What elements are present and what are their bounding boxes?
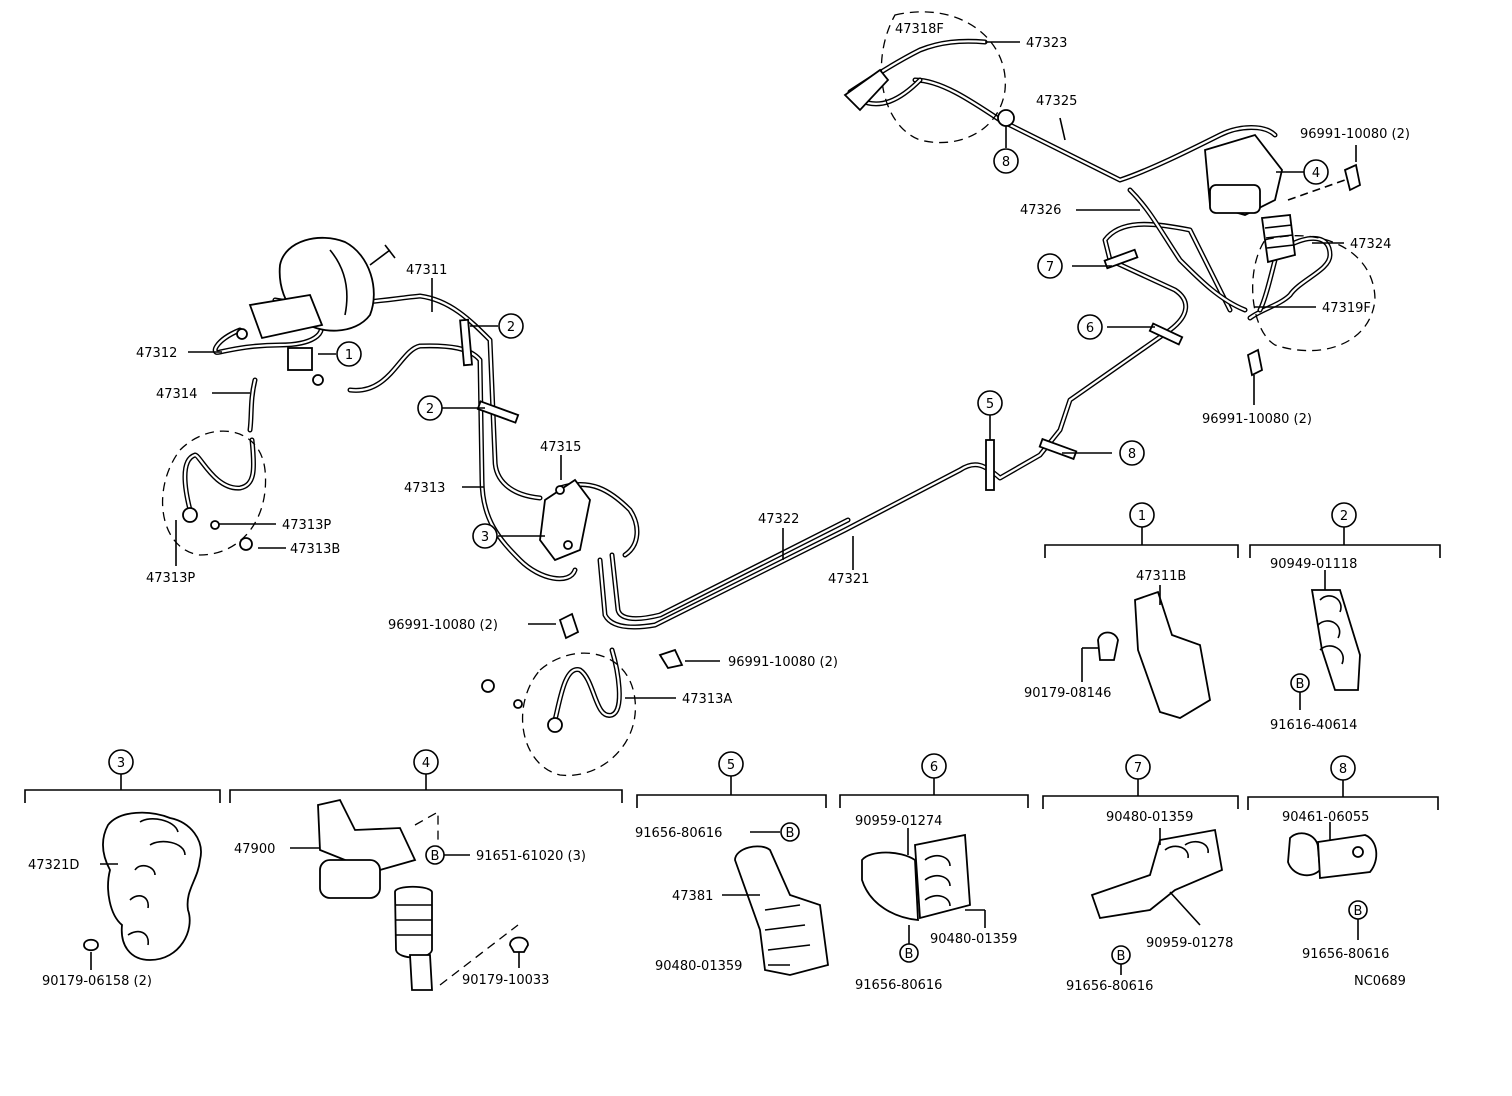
label-47314: 47314 (156, 387, 197, 402)
label-47381: 47381 (672, 889, 713, 904)
label-91656-80616-7: 91656-80616 (1066, 979, 1153, 994)
proportioning-valve (1204, 133, 1296, 264)
label-91616-40614: 91616-40614 (1270, 718, 1357, 733)
callout-8a: 8 (993, 148, 1019, 174)
label-47311: 47311 (406, 263, 447, 278)
svg-text:8: 8 (1128, 447, 1136, 462)
svg-text:8: 8 (1339, 762, 1347, 777)
svg-text:B: B (431, 849, 440, 864)
label-47318F: 47318F (895, 22, 944, 37)
label-90480-01359-7: 90480-01359 (1106, 810, 1193, 825)
label-47321D: 47321D (28, 858, 79, 873)
callout-2b: 2 (417, 395, 443, 421)
detail-6: 6 B 90959-01274 90480-01359 91656-80616 (839, 753, 1029, 993)
front-caliper-left (161, 430, 267, 556)
svg-text:1: 1 (1138, 509, 1146, 524)
label-90959-01278: 90959-01278 (1146, 936, 1233, 951)
callouts: 1 2 2 3 4 5 6 7 8 8 (336, 148, 1329, 549)
label-90179-06158: 90179-06158 (2) (42, 974, 152, 989)
label-90949-01118: 90949-01118 (1270, 557, 1357, 572)
label-47324: 47324 (1350, 237, 1391, 252)
label-47313P-a: 47313P (282, 518, 331, 533)
label-47313: 47313 (404, 481, 445, 496)
detail-3: 3 47321D 90179-06158 (2) (24, 749, 221, 989)
svg-text:4: 4 (422, 756, 430, 771)
detail-4: 4 B 47900 91651-61020 (3) 90179-10033 (229, 749, 623, 991)
detail-7: 7 B 90480-01359 90959-01278 91656-80616 (1042, 754, 1239, 994)
detail-5: 5 B 91656-80616 47381 90480-01359 (635, 751, 829, 976)
label-47311B: 47311B (1136, 569, 1186, 584)
label-96991-d: 96991-10080 (2) (1202, 412, 1312, 427)
svg-text:5: 5 (986, 397, 994, 412)
label-47319F: 47319F (1322, 301, 1371, 316)
callout-2a: 2 (498, 313, 524, 339)
label-90480-01359-6: 90480-01359 (930, 932, 1017, 947)
label-90179-10033: 90179-10033 (462, 973, 549, 988)
label-47312: 47312 (136, 346, 177, 361)
diagram-code: NC0689 (1354, 974, 1406, 989)
label-47313A: 47313A (682, 692, 732, 707)
label-96991-c: 96991-10080 (2) (1300, 127, 1410, 142)
svg-text:2: 2 (507, 320, 515, 335)
svg-text:1: 1 (345, 348, 353, 363)
detail-1: 1 47311B 90179-08146 (1024, 502, 1239, 719)
svg-text:2: 2 (426, 402, 434, 417)
callout-4: 4 (1303, 159, 1329, 185)
svg-text:B: B (1354, 904, 1363, 919)
label-91656-80616-6: 91656-80616 (855, 978, 942, 993)
svg-text:4: 4 (1312, 166, 1320, 181)
callout-5: 5 (977, 390, 1003, 416)
detail-8: 8 B 90461-06055 91656-80616 NC0689 (1247, 755, 1439, 989)
svg-text:2: 2 (1340, 509, 1348, 524)
label-47323: 47323 (1026, 36, 1067, 51)
rear-drum-right (1252, 235, 1376, 352)
clip-icons (558, 163, 1362, 670)
label-96991-a: 96991-10080 (2) (388, 618, 498, 633)
rear-drum-left (843, 11, 1006, 144)
label-47313B: 47313B (290, 542, 340, 557)
svg-text:7: 7 (1046, 260, 1054, 275)
label-47315: 47315 (540, 440, 581, 455)
junction-block (539, 478, 591, 562)
label-91656-80616-8: 91656-80616 (1302, 947, 1389, 962)
callout-1: 1 (336, 341, 362, 367)
label-47900: 47900 (234, 842, 275, 857)
label-47322: 47322 (758, 512, 799, 527)
label-47326: 47326 (1020, 203, 1061, 218)
callout-8b: 8 (1119, 440, 1145, 466)
svg-text:5: 5 (727, 758, 735, 773)
label-91656-80616-5: 91656-80616 (635, 826, 722, 841)
svg-text:B: B (905, 947, 914, 962)
svg-text:7: 7 (1134, 761, 1142, 776)
label-96991-b: 96991-10080 (2) (728, 655, 838, 670)
master-cylinder (236, 293, 324, 386)
svg-text:B: B (1296, 677, 1305, 692)
leader-lines (175, 41, 1357, 699)
label-90179-08146: 90179-08146 (1024, 686, 1111, 701)
callout-6: 6 (1077, 314, 1103, 340)
svg-text:B: B (1117, 949, 1126, 964)
label-47313P-b: 47313P (146, 571, 195, 586)
callout-7: 7 (1037, 253, 1063, 279)
label-90959-01274: 90959-01274 (855, 814, 942, 829)
front-caliper-right (481, 652, 636, 777)
svg-text:8: 8 (1002, 155, 1010, 170)
svg-text:6: 6 (1086, 321, 1094, 336)
label-90461-06055: 90461-06055 (1282, 810, 1369, 825)
line-clamps (459, 109, 1184, 491)
label-47321: 47321 (828, 572, 869, 587)
callout-3: 3 (472, 523, 498, 549)
svg-text:6: 6 (930, 760, 938, 775)
label-90480-01359-5: 90480-01359 (655, 959, 742, 974)
svg-text:3: 3 (481, 530, 489, 545)
label-91651-61020: 91651-61020 (3) (476, 849, 586, 864)
label-47325: 47325 (1036, 94, 1077, 109)
svg-text:B: B (786, 826, 795, 841)
detail-2: 2 B 90949-01118 91616-40614 (1249, 502, 1441, 733)
svg-text:3: 3 (117, 756, 125, 771)
part-labels: 47311 47312 47314 47313P 47313B 47313P 4… (136, 22, 1410, 707)
